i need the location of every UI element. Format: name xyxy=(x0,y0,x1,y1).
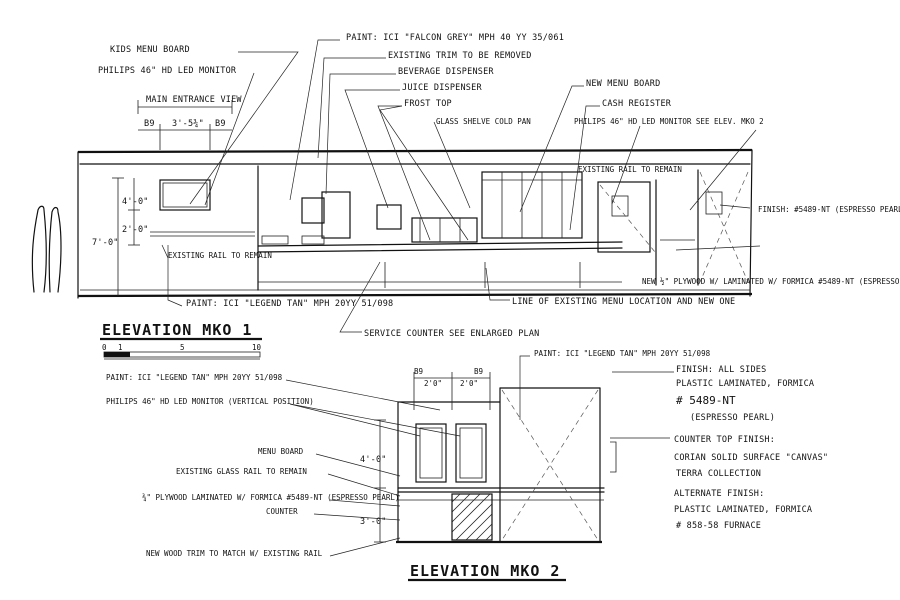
hatch-pattern xyxy=(451,493,493,541)
elev2-dim-b9-right: B9 xyxy=(474,367,483,376)
finish-line-2: PLASTIC LAMINATED, FORMICA xyxy=(676,379,814,389)
annot2-philips: PHILIPS 46" HD LED MONITOR (VERTICAL POS… xyxy=(106,397,314,406)
annot-existing-trim: EXISTING TRIM TO BE REMOVED xyxy=(388,51,532,61)
scale-tick-10: 10 xyxy=(252,343,262,352)
annot-philips-left: PHILIPS 46" HD LED MONITOR xyxy=(98,66,237,76)
annot-philips-right: PHILIPS 46" HD LED MONITOR SEE ELEV. MKO… xyxy=(574,117,764,126)
elev1-dim-upper: 4'-0" xyxy=(122,197,149,207)
annot-new-menu: NEW MENU BOARD xyxy=(586,79,660,89)
alternate-finish-3: # 858-58 FURNACE xyxy=(676,521,761,531)
elev1-leader-lines xyxy=(161,39,761,333)
elev1-dim-lower: 2'-0" xyxy=(122,225,149,235)
scale-bar xyxy=(103,351,261,360)
countertop-finish-2: CORIAN SOLID SURFACE "CANVAS" xyxy=(674,453,828,463)
annot2-menu-board: MENU BOARD xyxy=(258,447,304,456)
scale-tick-0: 0 xyxy=(102,343,107,352)
annot2-paint-top: PAINT: ICI "LEGEND TAN" MPH 20YY 51/098 xyxy=(534,349,711,358)
countertop-finish-1: COUNTER TOP FINISH: xyxy=(674,435,775,445)
elevation-1-title: ELEVATION MKO 1 xyxy=(102,321,252,339)
scale-tick-1: 1 xyxy=(118,343,123,352)
elev1-dim-b9-right: B9 xyxy=(215,119,226,129)
annot-kids-menu: KIDS MENU BOARD xyxy=(110,45,190,55)
countertop-finish-3: TERRA COLLECTION xyxy=(676,469,761,479)
annot-glass-shelve: GLASS SHELVE COLD PAN xyxy=(436,117,531,126)
finish-line-3: # 5489-NT xyxy=(676,394,736,407)
elev1-dim-height: 7'-0" xyxy=(92,238,119,248)
annot-existing-rail-left: EXISTING RAIL TO REMAIN xyxy=(168,251,272,260)
annot-finish-right: FINISH: #5489-NT (ESPRESSO PEARL) xyxy=(758,205,900,214)
elev2-dim-lower: 3'-0" xyxy=(360,517,387,527)
elev1-dim-b9-left: B9 xyxy=(144,119,155,129)
annot2-plywood: ¾" PLYWOOD LAMINATED W/ FORMICA #5489-NT… xyxy=(142,493,399,502)
annot2-paint-left: PAINT: ICI "LEGEND TAN" MPH 20YY 51/098 xyxy=(106,373,283,382)
annot2-new-wood: NEW WOOD TRIM TO MATCH W/ EXISTING RAIL xyxy=(146,549,323,558)
annot-existing-rail-right: EXISTING RAIL TO REMAIN xyxy=(578,165,682,174)
annot2-existing-glass: EXISTING GLASS RAIL TO REMAIN xyxy=(176,467,307,476)
elev2-leader-lines xyxy=(285,355,674,557)
annot-line-of-existing: LINE OF EXISTING MENU LOCATION AND NEW O… xyxy=(512,297,735,307)
annot2-counter: COUNTER xyxy=(266,507,298,516)
finish-notes: FINISH: ALL SIDES PLASTIC LAMINATED, FOR… xyxy=(674,365,828,531)
alternate-finish-2: PLASTIC LAMINATED, FORMICA xyxy=(674,505,812,515)
elevation-2-drawing xyxy=(374,372,617,544)
annot-service-counter: SERVICE COUNTER SEE ENLARGED PLAN xyxy=(364,329,539,339)
elev2-dim-b9-left: B9 xyxy=(414,367,423,376)
elev2-dim-d1: 2'0" xyxy=(424,379,442,388)
elev2-dim-d2: 2'0" xyxy=(460,379,478,388)
annot-paint-top: PAINT: ICI "FALCON GREY" MPH 40 YY 35/06… xyxy=(346,33,564,43)
annot-plywood-right: NEW ½" PLYWOOD W/ LAMINATED W/ FORMICA #… xyxy=(642,277,900,286)
finish-line-1: FINISH: ALL SIDES xyxy=(676,365,766,375)
alternate-finish-1: ALTERNATE FINISH: xyxy=(674,489,764,499)
annot-juice: JUICE DISPENSER xyxy=(402,83,482,93)
finish-line-4: (ESPRESSO PEARL) xyxy=(690,413,775,423)
elev1-view-label: MAIN ENTRANCE VIEW xyxy=(146,95,242,105)
elev2-dim-upper: 4'-0" xyxy=(360,455,387,465)
elevation-1-drawing xyxy=(31,100,753,299)
elev1-dim-span: 3'-5¾" xyxy=(172,119,204,129)
annot-frost-top: FROST TOP xyxy=(404,99,452,109)
annot-cash-register: CASH REGISTER xyxy=(602,99,672,109)
annot-paint-bottom: PAINT: ICI "LEGEND TAN" MPH 20YY 51/098 xyxy=(186,299,393,309)
annot-beverage: BEVERAGE DISPENSER xyxy=(398,67,494,77)
scale-tick-5: 5 xyxy=(180,343,185,352)
elevation-2-title: ELEVATION MKO 2 xyxy=(410,562,560,580)
